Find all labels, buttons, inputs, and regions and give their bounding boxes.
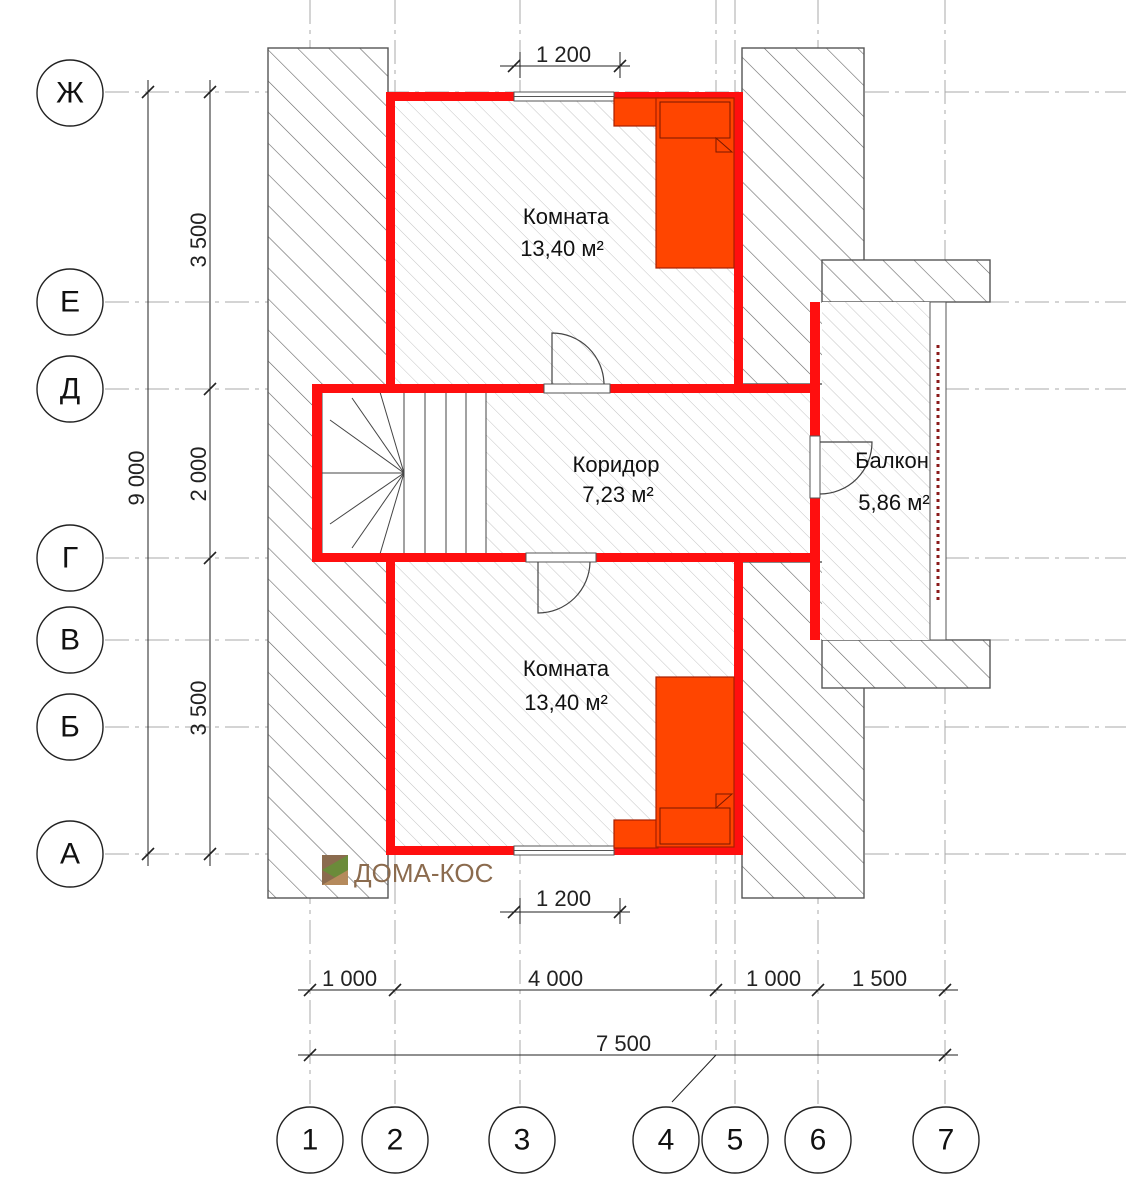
col-label-1: 1 <box>302 1124 319 1157</box>
balcony-area: 5,86 м² <box>858 490 929 515</box>
axis-4-leader <box>671 1054 717 1103</box>
wall-corridor-bottom-right <box>596 553 818 562</box>
row-label-g: Г <box>62 542 78 575</box>
door-balcony-swing <box>819 441 873 495</box>
row-bubble-e <box>36 268 104 336</box>
col-bubble-7 <box>912 1106 980 1174</box>
balcony-bottom-parapet <box>821 639 991 689</box>
dim-bottom-1: 1 000 <box>322 966 377 991</box>
col-label-7: 7 <box>938 1124 955 1157</box>
nightstand-bottom <box>613 819 659 849</box>
wall-bottom-room-bottom-left <box>386 846 514 855</box>
door-top-frame <box>543 383 611 394</box>
room-bottom-name: Комната <box>523 656 610 681</box>
wall-balcony-lower <box>810 498 820 640</box>
nightstand-top <box>613 97 659 127</box>
col-bubble-3 <box>488 1106 556 1174</box>
wall-bottom-room-left <box>386 553 395 855</box>
row-bubble-zh <box>36 59 104 127</box>
row-label-e: Е <box>60 286 80 319</box>
col-bubble-5 <box>701 1106 769 1174</box>
corridor-area: 7,23 м² <box>582 482 653 507</box>
wall-balcony-upper <box>810 302 820 436</box>
door-balcony-frame <box>809 435 821 499</box>
dim-window-bottom: 1 200 <box>536 886 591 911</box>
dim-window-top: 1 200 <box>536 42 591 67</box>
col-bubble-4 <box>632 1106 700 1174</box>
dim-left-total: 9 000 <box>124 450 149 505</box>
room-top-area: 13,40 м² <box>520 236 604 261</box>
dim-bottom-3: 1 000 <box>746 966 801 991</box>
wall-corridor-left <box>312 384 322 562</box>
col-label-5: 5 <box>727 1124 744 1157</box>
doors <box>525 332 873 614</box>
bottom-dimensions: 1 000 4 000 1 000 1 500 7 500 <box>298 966 958 1062</box>
wall-top-room-left <box>386 92 395 392</box>
dim-left-middle: 2 000 <box>186 446 211 501</box>
balcony-name: Балкон <box>855 448 929 473</box>
row-axis-bubbles: Ж Е Д Г В Б А <box>36 59 104 888</box>
wall-top-room-right <box>734 92 743 392</box>
row-label-a: А <box>60 838 80 871</box>
dim-left-top: 3 500 <box>186 212 211 267</box>
room-bottom-area: 13,40 м² <box>524 690 608 715</box>
corridor-name: Коридор <box>573 452 660 477</box>
logo-text: ДОМА-КОС <box>354 858 493 888</box>
house-logo-icon <box>322 855 348 885</box>
row-bubble-v <box>36 606 104 674</box>
dim-bottom-2: 4 000 <box>528 966 583 991</box>
dim-bottom-4: 1 500 <box>852 966 907 991</box>
row-label-d: Д <box>60 373 80 406</box>
col-bubble-1 <box>276 1106 344 1174</box>
bed-top-blanket-fold <box>715 136 734 153</box>
interior-walls <box>312 92 820 855</box>
wall-bottom-room-right <box>734 553 743 855</box>
row-bubble-b <box>36 693 104 761</box>
door-bottom-frame <box>525 552 597 563</box>
outer-walls <box>267 47 991 899</box>
col-bubble-2 <box>361 1106 429 1174</box>
bed-top-pillow <box>659 101 731 139</box>
row-bubble-a <box>36 820 104 888</box>
wall-top-room-top-right <box>614 92 742 101</box>
company-logo: ДОМА-КОС <box>322 855 493 888</box>
wall-bottom-room-bottom-right <box>614 846 742 855</box>
room-top-name: Комната <box>523 204 610 229</box>
row-bubble-g <box>36 524 104 592</box>
col-label-3: 3 <box>514 1124 531 1157</box>
balcony-floor <box>822 302 932 640</box>
col-label-4: 4 <box>658 1124 675 1157</box>
column-axis-bubbles: 1 2 3 4 5 6 7 <box>276 1106 980 1174</box>
bed-bottom-pillow <box>659 807 731 845</box>
dim-bottom-total: 7 500 <box>596 1031 651 1056</box>
bed-top <box>655 97 735 269</box>
window-dimensions: 1 200 1 200 <box>500 42 630 924</box>
row-label-zh: Ж <box>56 77 84 110</box>
windows <box>513 91 947 856</box>
balcony-top-parapet <box>821 259 991 303</box>
door-top-swing <box>551 332 605 385</box>
row-bubble-d <box>36 355 104 423</box>
wall-top-room-top-left <box>386 92 514 101</box>
bed-bottom-blanket-fold <box>715 793 734 810</box>
furniture <box>613 97 735 849</box>
row-label-b: Б <box>60 711 80 744</box>
wall-corridor-top-left <box>312 384 544 393</box>
col-label-2: 2 <box>387 1124 404 1157</box>
room-labels: Комната 13,40 м² Коридор 7,23 м² Балкон … <box>520 204 930 715</box>
wall-corridor-bottom-left <box>312 553 526 562</box>
row-label-v: В <box>60 624 80 657</box>
col-bubble-6 <box>784 1106 852 1174</box>
door-bottom-swing <box>537 561 591 614</box>
left-dimensions: 9 000 3 500 2 000 3 500 <box>124 80 217 866</box>
dim-left-bottom: 3 500 <box>186 680 211 735</box>
bed-bottom <box>655 676 735 848</box>
staircase <box>321 391 487 555</box>
col-label-6: 6 <box>810 1124 827 1157</box>
wall-corridor-top-right <box>610 384 818 393</box>
